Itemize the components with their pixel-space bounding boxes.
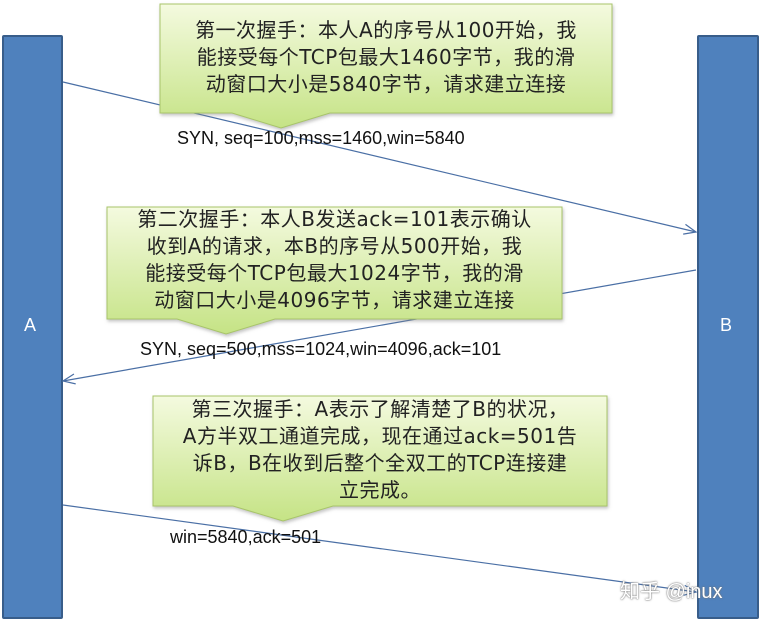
callout-3-shape [152,395,608,522]
packet-2-label: SYN, seq=500,mss=1024,win=4096,ack=101 [140,339,502,359]
watermark: 知乎 @inux [620,581,723,603]
callout-1-shape [159,3,613,129]
packet-3-label: win=5840,ack=501 [170,527,322,547]
host-b-label: B [720,315,733,335]
host-b-pillar [697,35,759,619]
handshake-3-description: 第三次握手：A表示了解清楚了B的状况， A方半双工通道完成，现在通过ack=50… [182,397,578,502]
syn-ack-arrow-b-to-a [63,269,697,381]
host-a-pillar [2,35,63,619]
callout-2-shape [106,206,563,335]
ack-arrow-a-to-b [62,504,696,592]
packet-1-label: SYN, seq=100,mss=1460,win=5840 [177,128,465,148]
handshake-1-description: 第一次握手：本人A的序号从100开始，我 能接受每个TCP包最大1460字节，我… [195,18,577,96]
handshake-2-description: 第二次握手：本人B发送ack=101表示确认 收到A的请求，本B的序号从500开… [137,207,532,312]
host-a-label: A [24,315,37,335]
